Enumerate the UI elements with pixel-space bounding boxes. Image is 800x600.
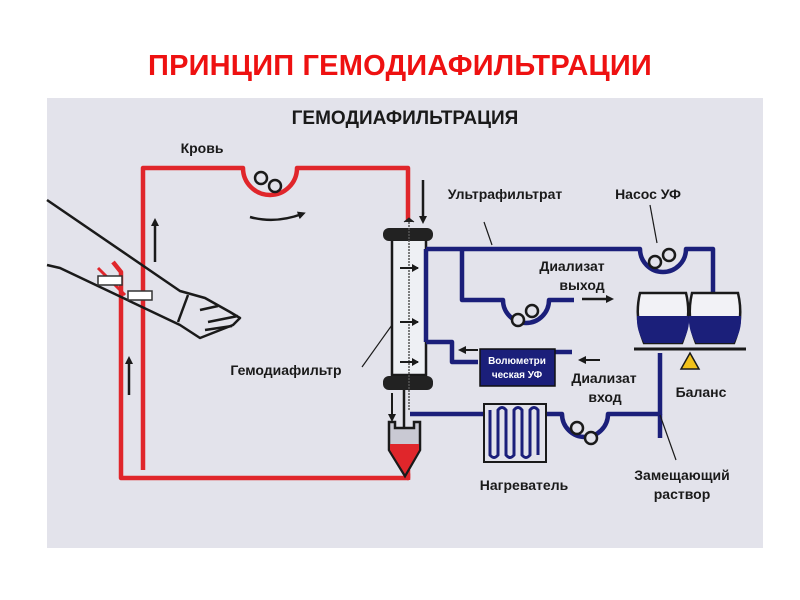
volumetric-uf-label-2: ческая УФ <box>492 370 543 381</box>
blood-return-line <box>111 260 411 481</box>
volumetric-uf-unit: Волюметри ческая УФ <box>479 348 556 387</box>
label-replacement-1: Замещающий <box>634 467 729 483</box>
hemodiafilter-leader <box>361 324 393 368</box>
balance-chambers <box>634 291 746 370</box>
dialysate-in-pump-roller-icon <box>569 420 585 436</box>
page-title: ПРИНЦИП ГЕМОДИАФИЛЬТРАЦИИ <box>148 50 652 82</box>
heater-icon <box>483 403 547 463</box>
tape-icon <box>127 290 153 301</box>
dialysate-in-pump-roller-icon <box>583 430 599 446</box>
flow-arrow-icon <box>249 211 306 222</box>
uf-pump-leader <box>649 204 658 244</box>
uf-pump-roller-icon <box>661 247 677 263</box>
patient-arm-icon <box>46 198 242 340</box>
label-dialysate-out-1: Диализат <box>539 258 604 274</box>
blood-line-top <box>140 165 411 470</box>
label-dialysate-in-2: вход <box>588 389 621 405</box>
uf-pump-roller-icon <box>647 254 663 270</box>
balance-triangle-icon <box>679 351 701 370</box>
label-uf-pump: Насос УФ <box>615 186 681 202</box>
dialysate-out-pump <box>510 303 540 328</box>
blood-pump <box>253 170 283 194</box>
diagram-title: ГЕМОДИАФИЛЬТРАЦИЯ <box>292 108 519 129</box>
ultrafiltrate-leader <box>483 221 493 246</box>
label-balance: Баланс <box>676 384 727 400</box>
label-blood: Кровь <box>181 140 224 156</box>
blood-pump-roller-icon <box>267 178 283 194</box>
drip-chamber-icon <box>387 390 422 479</box>
label-ultrafiltrate: Ультрафильтрат <box>448 186 563 202</box>
dialysate-out-pump-roller-icon <box>510 312 526 328</box>
replacement-leader <box>659 414 677 461</box>
label-hemodiafilter: Гемодиафильтр <box>230 362 341 378</box>
label-heater: Нагреватель <box>480 477 569 493</box>
label-dialysate-out-2: выход <box>559 277 604 293</box>
hemodiafilter-icon <box>383 217 433 410</box>
tape-icon <box>97 275 123 286</box>
dialysate-out-pump-roller-icon <box>524 303 540 319</box>
blood-circuit <box>111 165 411 481</box>
uf-pump <box>647 247 677 270</box>
volumetric-uf-label-1: Волюметри <box>488 356 546 367</box>
blood-pump-roller-icon <box>253 170 269 186</box>
dialysate-in-pump <box>569 420 599 446</box>
label-replacement-2: раствор <box>654 486 711 502</box>
label-dialysate-in-1: Диализат <box>571 370 636 386</box>
